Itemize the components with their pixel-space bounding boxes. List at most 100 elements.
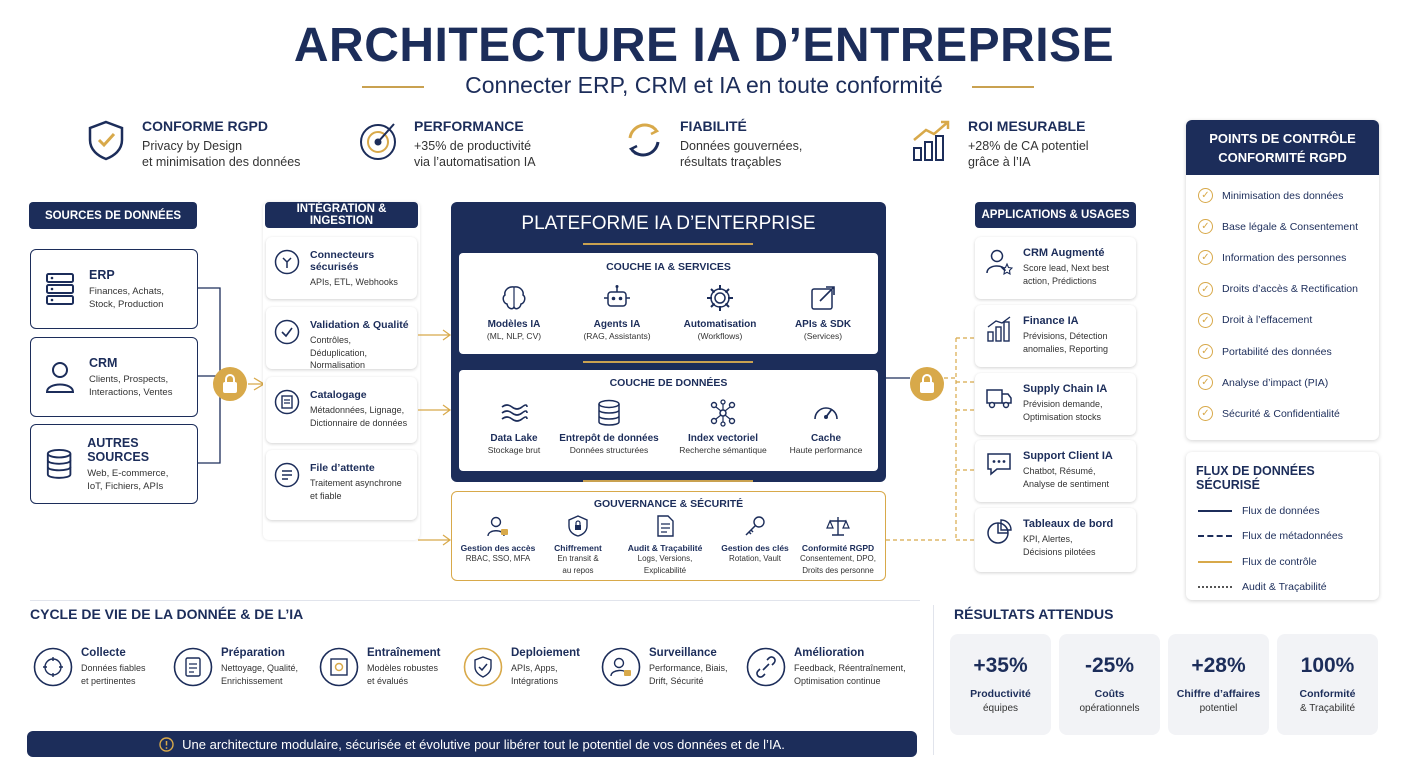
shield-check-icon	[463, 647, 503, 687]
flux-label: Flux de métadonnées	[1242, 530, 1343, 543]
integration-catalogage[interactable]: Catalogage Métadonnées, Lignage, Diction…	[266, 377, 417, 443]
source-autres[interactable]: AUTRES SOURCES Web, E-commerce, IoT, Fic…	[30, 424, 198, 504]
integration-title: Validation & Qualité	[310, 319, 409, 331]
integration-line: APIs, ETL, Webhooks	[310, 277, 398, 287]
legend-solid-gold	[1198, 560, 1232, 563]
service-title: Modèles IA	[487, 319, 541, 330]
service-apis-sdk[interactable]: APIs & SDK (Services)	[768, 283, 878, 342]
data-cache[interactable]: Cache Haute performance	[771, 399, 881, 456]
rgpd-title-line: POINTS DE CONTRÔLE	[1209, 130, 1356, 146]
legend-dotted-gray	[1198, 586, 1232, 589]
result-label: Chiffre d’affaires	[1176, 688, 1261, 700]
integration-line: Dictionnaire de données	[310, 417, 408, 428]
data-title: Entrepôt de données	[559, 433, 659, 444]
cycle-step-line: Enrichissement	[221, 676, 283, 686]
cycle-step-line: Modèles robustes	[367, 663, 439, 673]
flux-item: Audit & Traçabilité	[1186, 575, 1379, 601]
cycle-step-line: Feedback, Réentraînement,	[794, 663, 906, 673]
service-sub: (ML, NLP, CV)	[486, 331, 542, 341]
service-agents-ia[interactable]: Agents IA (RAG, Assistants)	[562, 283, 672, 342]
subtitle-divider-right	[972, 86, 1034, 88]
cycle-collecte[interactable]: Collecte Données fiables et pertinentes	[33, 647, 146, 688]
governance-title: GOUVERNANCE & SÉCURITÉ	[593, 498, 744, 510]
cycle-surveillance[interactable]: Surveillance Performance, Biais, Drift, …	[601, 647, 728, 688]
result-sublabel: opérationnels	[1079, 703, 1140, 714]
check-icon: ✓	[1198, 312, 1213, 328]
check-icon: ✓	[1198, 406, 1213, 422]
data-layer: COUCHE DE DONNÉES Data Lake Stockage bru…	[459, 370, 878, 471]
app-line: Optimisation stocks	[1023, 412, 1102, 422]
ai-layer: COUCHE IA & SERVICES Modèles IA (ML, NLP…	[459, 253, 878, 354]
integration-file-attente[interactable]: File d’attente Traitement asynchrone et …	[266, 450, 417, 520]
check-icon: ✓	[1198, 375, 1213, 391]
flux-item: Flux de métadonnées	[1186, 524, 1379, 550]
gov-line: Logs, Versions,	[637, 554, 693, 563]
source-line: Finances, Achats,	[89, 285, 164, 297]
gov-conformite-rgpd[interactable]: Conformité RGPD Consentement, DPO, Droit…	[792, 514, 884, 576]
kpi-line: Privacy by Design	[142, 139, 243, 153]
app-crm-augmente[interactable]: CRM Augmenté Score lead, Next best actio…	[975, 237, 1136, 299]
kpi-line: grâce à l’IA	[968, 155, 1031, 169]
user-star-icon	[986, 249, 1013, 275]
app-line: Chatbot, Résumé,	[1023, 466, 1096, 476]
cycle-entrainement[interactable]: Entraînement Modèles robustes et évalués	[319, 647, 441, 688]
gov-gestion-cles[interactable]: Gestion des clés Rotation, Vault	[709, 514, 801, 565]
service-modeles-ia[interactable]: Modèles IA (ML, NLP, CV)	[459, 283, 569, 342]
app-support-client[interactable]: Support Client IA Chatbot, Résumé, Analy…	[975, 440, 1136, 502]
gov-audit[interactable]: Audit & Traçabilité Logs, Versions, Expl…	[619, 514, 711, 576]
service-title: Automatisation	[683, 319, 757, 330]
result-chiffre-affaires: +28% Chiffre d’affaires potentiel	[1168, 634, 1269, 735]
gov-title: Gestion des accès	[460, 543, 536, 553]
kpi-line: +28% de CA potentiel	[968, 139, 1089, 153]
rgpd-item: ✓Droits d’accès & Rectification	[1186, 274, 1379, 305]
gov-chiffrement[interactable]: Chiffrement En transit & au repos	[532, 514, 624, 576]
results-title: RÉSULTATS ATTENDUS	[954, 606, 1114, 622]
source-crm[interactable]: CRM Clients, Prospects, Interactions, Ve…	[30, 337, 198, 417]
cycle-preparation[interactable]: Préparation Nettoyage, Qualité, Enrichis…	[173, 647, 298, 688]
rgpd-item-label: Base légale & Consentement	[1222, 220, 1359, 233]
kpi-title: PERFORMANCE	[414, 118, 524, 134]
database-icon	[598, 399, 620, 426]
app-line: Score lead, Next best	[1023, 263, 1110, 273]
app-finance-ia[interactable]: Finance IA Prévisions, Détection anomali…	[975, 305, 1136, 367]
app-title: CRM Augmenté	[1023, 247, 1105, 259]
key-icon	[745, 516, 765, 536]
cycle-top-rule	[30, 600, 920, 722]
cycle-step-line: et évalués	[367, 676, 409, 686]
kpi-title: ROI MESURABLE	[968, 118, 1086, 134]
app-tableaux-bord[interactable]: Tableaux de bord KPI, Alertes, Décisions…	[975, 508, 1136, 572]
link-icon	[746, 647, 786, 687]
footer-text: Une architecture modulaire, sécurisée et…	[182, 736, 785, 752]
kpi-performance: PERFORMANCE +35% de productivité via l’a…	[356, 118, 536, 170]
flux-label: Flux de données	[1242, 504, 1320, 517]
app-supply-chain[interactable]: Supply Chain IA Prévision demande, Optim…	[975, 373, 1136, 435]
cycle-step-line: et pertinentes	[81, 676, 136, 686]
app-title: Support Client IA	[1023, 450, 1113, 462]
flux-title: FLUX DE DONNÉES SÉCURISÉ	[1196, 464, 1315, 492]
cycle-amelioration[interactable]: Amélioration Feedback, Réentraînement, O…	[746, 647, 906, 688]
target-pin-icon	[33, 647, 73, 687]
data-lake[interactable]: Data Lake Stockage brut	[459, 399, 569, 456]
result-sublabel: équipes	[982, 703, 1019, 714]
apps-connectors	[886, 337, 974, 541]
data-index-vectoriel[interactable]: Index vectoriel Recherche sémantique	[668, 399, 778, 456]
source-erp[interactable]: ERP Finances, Achats, Stock, Production	[30, 249, 198, 329]
server-icon	[46, 273, 74, 305]
service-sub: (Workflows)	[697, 331, 743, 341]
integration-validation[interactable]: Validation & Qualité Contrôles, Déduplic…	[266, 307, 417, 370]
cycle-deploiement[interactable]: Deploiement APIs, Apps, Intégrations	[463, 647, 580, 688]
kpi-fiabilite: FIABILITÉ Données gouvernées, résultats …	[622, 118, 802, 170]
integration-line: Métadonnées, Lignage,	[310, 405, 405, 415]
cycle-step-line: Optimisation continue	[794, 676, 881, 686]
data-entrepot[interactable]: Entrepôt de données Données structurées	[554, 399, 664, 456]
rgpd-item-label: Portabilité des données	[1222, 345, 1332, 358]
integration-line: et fiable	[310, 490, 342, 501]
service-automatisation[interactable]: Automatisation (Workflows)	[665, 283, 775, 342]
gov-gestion-acces[interactable]: Gestion des accès RBAC, SSO, MFA	[452, 514, 544, 565]
gov-line: Droits des personne	[802, 565, 874, 575]
gov-line: En transit &	[557, 554, 599, 563]
integration-connecteurs[interactable]: Connecteurs sécurisés APIs, ETL, Webhook…	[266, 237, 417, 299]
source-line: Web, E-commerce,	[87, 467, 169, 479]
source-title: AUTRES SOURCES	[87, 435, 150, 464]
scales-icon	[826, 517, 850, 536]
